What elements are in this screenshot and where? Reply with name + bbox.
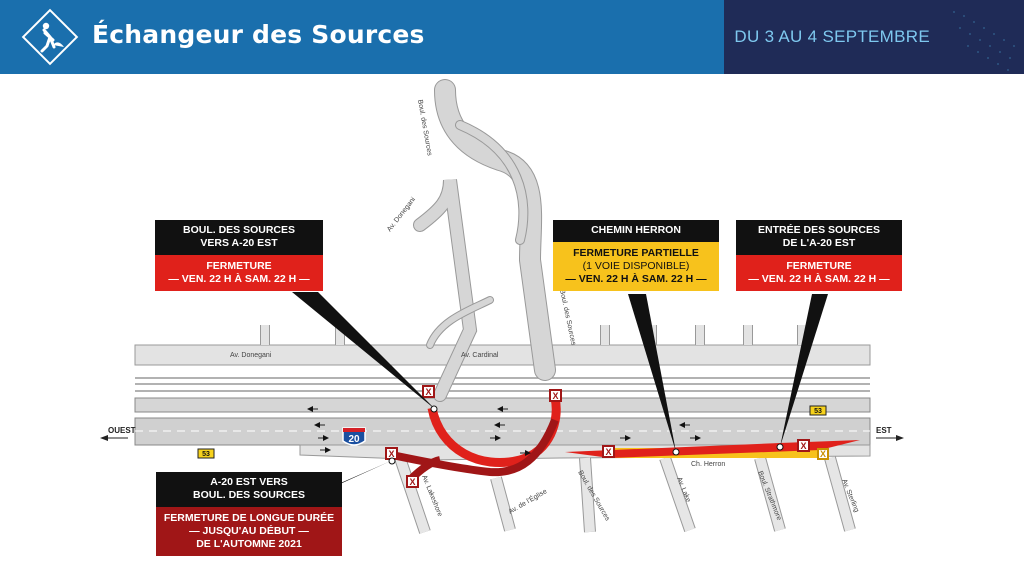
street-label-donegani: Av. Donegani [230, 352, 272, 359]
callout-status: FERMETURE DE LONGUE DURÉE — JUSQU'AU DÉB… [156, 507, 342, 556]
closure-marker-x: X [425, 387, 431, 397]
highway-a20 [134, 397, 871, 446]
closure-marker-x: X [409, 477, 415, 487]
callout-herron: CHEMIN HERRON FERMETURE PARTIELLE (1 VOI… [553, 220, 719, 291]
callout-status: FERMETURE — VEN. 22 H À SAM. 22 H — [736, 255, 902, 291]
closure-marker-x: X [800, 441, 806, 451]
street-label-sources-north: Boul. des Sources [416, 99, 433, 157]
lane-arrows [307, 406, 701, 456]
callout-header: CHEMIN HERRON [553, 220, 719, 242]
header-date-panel: DU 3 AU 4 SEPTEMBRE [724, 0, 1024, 74]
callout-entrance: ENTRÉE DES SOURCES DE L'A-20 EST FERMETU… [736, 220, 902, 291]
route-53-shield-left: 53 [197, 448, 215, 459]
direction-labels: OUEST EST [100, 426, 904, 441]
east-label: EST [876, 426, 892, 435]
a20-shield-label: 20 [348, 434, 360, 445]
date-range: DU 3 AU 4 SEPTEMBRE [734, 27, 930, 46]
callout-header: A-20 EST VERS BOUL. DES SOURCES [156, 472, 342, 507]
street-label-herron: Ch. Herron [691, 461, 725, 468]
header-bar: DU 3 AU 4 SEPTEMBRE Échangeur des Source… [0, 0, 1024, 74]
svg-text:53: 53 [814, 408, 822, 415]
closure-entrance-ramp [565, 440, 860, 458]
service-road-north [134, 325, 871, 366]
street-label-cardinal: Av. Cardinal [461, 352, 499, 359]
dotted-pattern [953, 11, 1015, 71]
street-label-eglise: Av. de l'Église [507, 486, 549, 515]
route-53-shield-right: 53 [809, 405, 827, 416]
west-label: OUEST [108, 426, 136, 435]
street-label-donegani-diag: Av. Donegani [386, 196, 417, 233]
boul-sources-interchange [413, 79, 556, 402]
roadwork-icon [20, 7, 80, 67]
callout-status: FERMETURE PARTIELLE (1 VOIE DISPONIBLE) … [553, 242, 719, 291]
callout-sources-to-a20: BOUL. DES SOURCES VERS A-20 EST FERMETUR… [155, 220, 323, 291]
railway [135, 377, 870, 392]
callout-a20-to-sources: A-20 EST VERS BOUL. DES SOURCES FERMETUR… [156, 472, 342, 556]
callout-status: FERMETURE — VEN. 22 H À SAM. 22 H — [155, 255, 323, 291]
interchange-map: X X X X X X X OUEST EST 20 53 53 Av. Don… [100, 79, 904, 534]
callout-header: ENTRÉE DES SOURCES DE L'A-20 EST [736, 220, 902, 255]
closure-marker-x: X [820, 449, 826, 459]
closure-marker-x: X [605, 447, 611, 457]
callout-header: BOUL. DES SOURCES VERS A-20 EST [155, 220, 323, 255]
svg-text:53: 53 [202, 451, 210, 458]
street-label-sources-mid: Boul. des Sources [558, 289, 577, 347]
closure-marker-x: X [388, 449, 394, 459]
page-title: Échangeur des Sources [92, 20, 425, 49]
closure-marker-x: X [552, 391, 558, 401]
callout-pointers [292, 292, 828, 492]
a20-shield: 20 [342, 427, 366, 446]
